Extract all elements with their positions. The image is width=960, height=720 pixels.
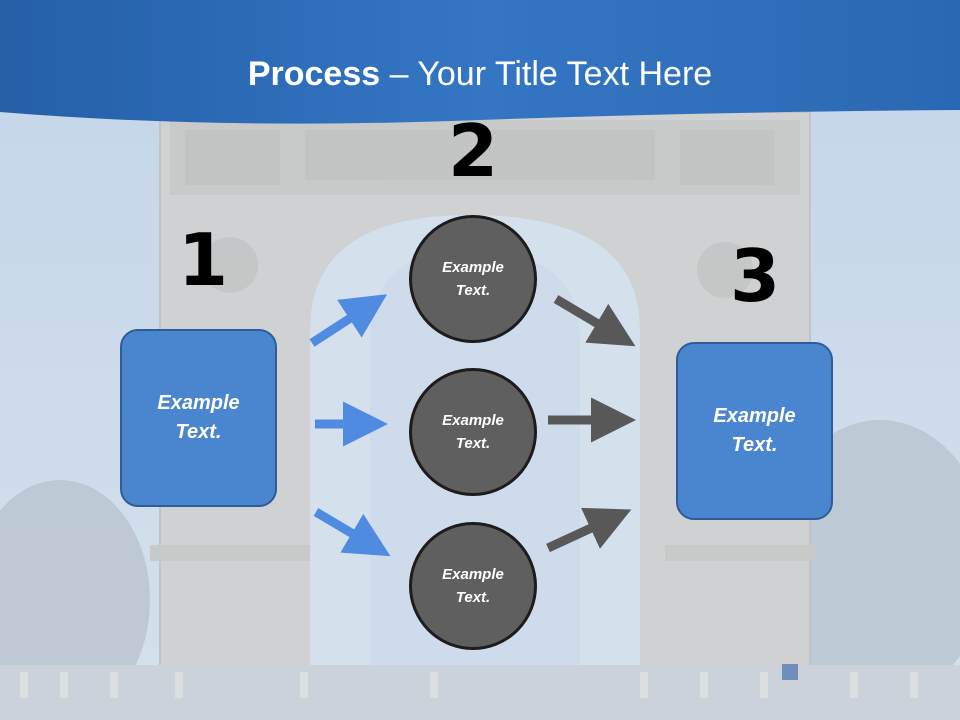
slide-title: Process – Your Title Text Here (0, 52, 960, 96)
step-number-3: 3 (730, 234, 781, 318)
right-process-box[interactable]: Example Text. (676, 342, 833, 520)
arrow-blue-up (309, 294, 388, 347)
process-circle-middle[interactable]: Example Text. (409, 368, 537, 496)
left-box-text: Example Text. (157, 392, 240, 443)
step-number-1: 1 (178, 218, 229, 302)
step-number-2: 2 (448, 109, 499, 193)
left-process-box[interactable]: Example Text. (120, 329, 277, 507)
title-rest: – Your Title Text Here (380, 55, 713, 93)
circle-text: Example Text. (442, 566, 504, 606)
title-bold: Process (247, 55, 381, 93)
process-circle-top[interactable]: Example Text. (409, 215, 537, 343)
process-circle-bottom[interactable]: Example Text. (409, 522, 537, 650)
circle-text: Example Text. (442, 412, 504, 452)
arrow-gray-down (553, 295, 636, 347)
circle-text: Example Text. (442, 259, 504, 299)
arrow-gray-up (546, 507, 632, 553)
arrow-blue-down (313, 508, 391, 557)
right-box-text: Example Text. (713, 405, 796, 456)
